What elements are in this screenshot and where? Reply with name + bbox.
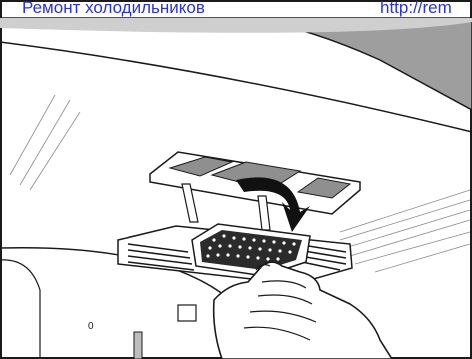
site-title: Ремонт холодильников [22, 0, 205, 19]
lower-latch [178, 305, 196, 321]
lower-small-mark: 0 [88, 321, 94, 332]
lower-left-panel [0, 260, 40, 359]
lower-knob [134, 332, 142, 359]
site-url[interactable]: http://rem [380, 0, 472, 19]
